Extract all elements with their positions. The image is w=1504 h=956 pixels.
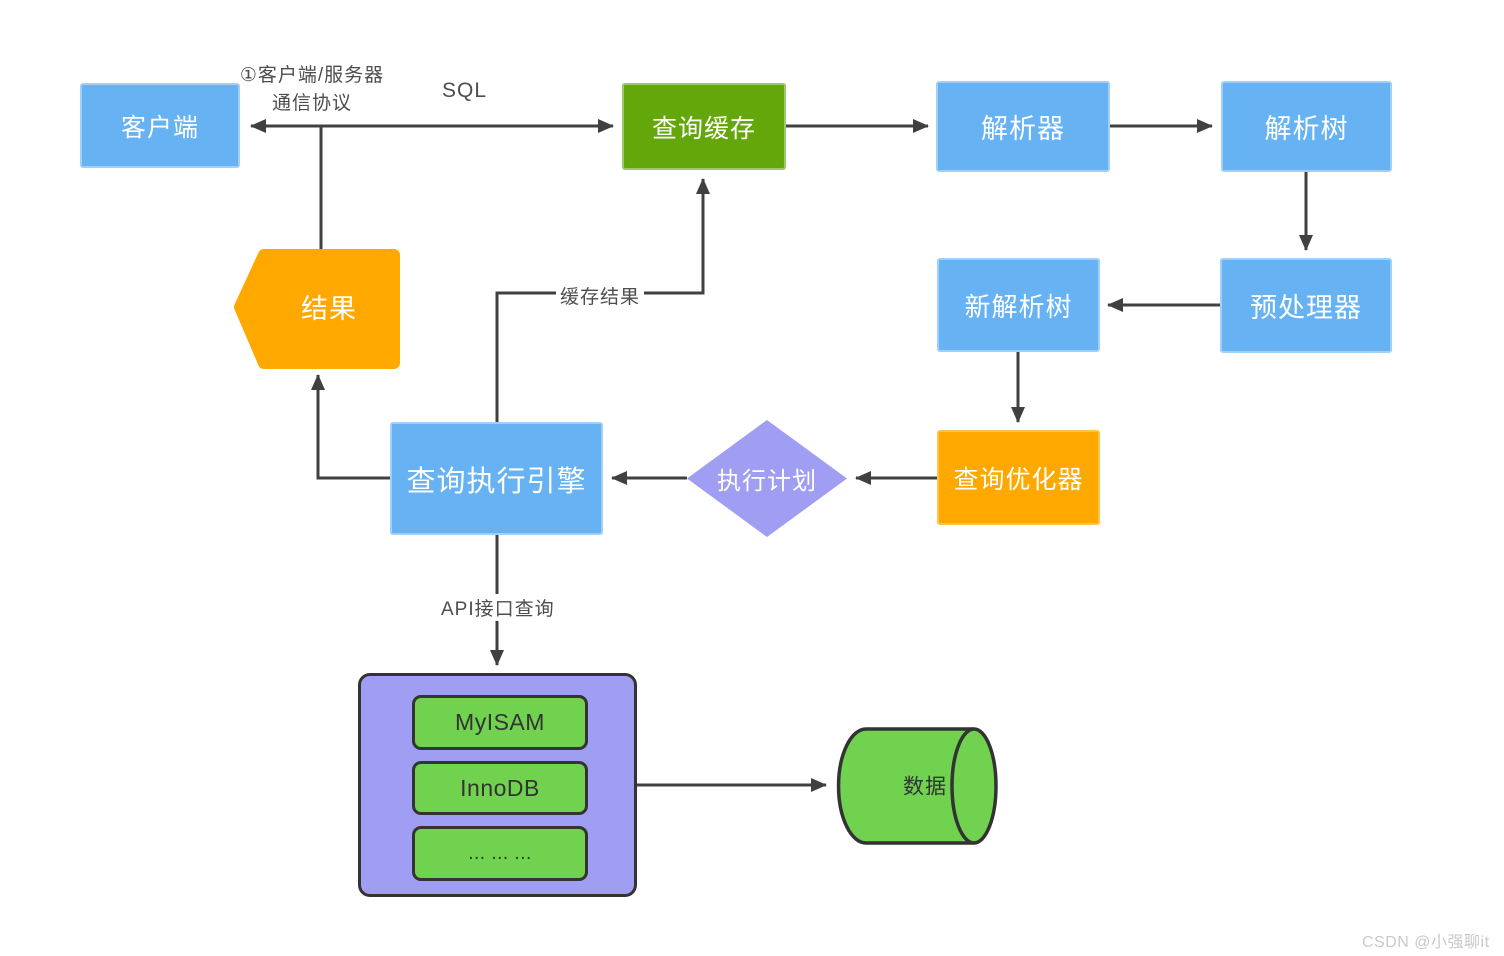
node-data-label: 数据 xyxy=(903,776,947,799)
node-parser: 解析器 xyxy=(936,81,1110,172)
label-protocol-line1: ①客户端/服务器 xyxy=(239,65,385,86)
node-query-execution-engine: 查询执行引擎 xyxy=(390,422,603,535)
storage-engine-myisam: MyISAM xyxy=(412,695,588,750)
label-api-query: API接口查询 xyxy=(437,594,559,621)
node-result-shape: 结果 xyxy=(234,249,400,369)
node-data-cylinder: 数据 xyxy=(836,727,998,845)
watermark: CSDN @小强聊it xyxy=(1362,934,1490,951)
node-result-label: 结果 xyxy=(301,294,357,324)
label-sql: SQL xyxy=(442,79,488,102)
storage-engines-container: MyISAM InnoDB ... ... ... xyxy=(358,673,637,897)
label-cache-result: 缓存结果 xyxy=(556,282,645,309)
label-protocol: ①客户端/服务器 通信协议 xyxy=(232,62,392,117)
node-client: 客户端 xyxy=(80,83,240,168)
node-query-optimizer: 查询优化器 xyxy=(937,430,1100,525)
storage-engine-innodb: InnoDB xyxy=(412,761,588,815)
node-preprocessor: 预处理器 xyxy=(1220,258,1392,353)
node-query-cache: 查询缓存 xyxy=(622,83,786,170)
label-protocol-line2: 通信协议 xyxy=(271,92,352,114)
node-new-parse-tree: 新解析树 xyxy=(937,258,1100,352)
node-parse-tree: 解析树 xyxy=(1221,81,1392,172)
edge-engine-to-result xyxy=(311,374,390,480)
storage-engine-others: ... ... ... xyxy=(412,826,588,881)
